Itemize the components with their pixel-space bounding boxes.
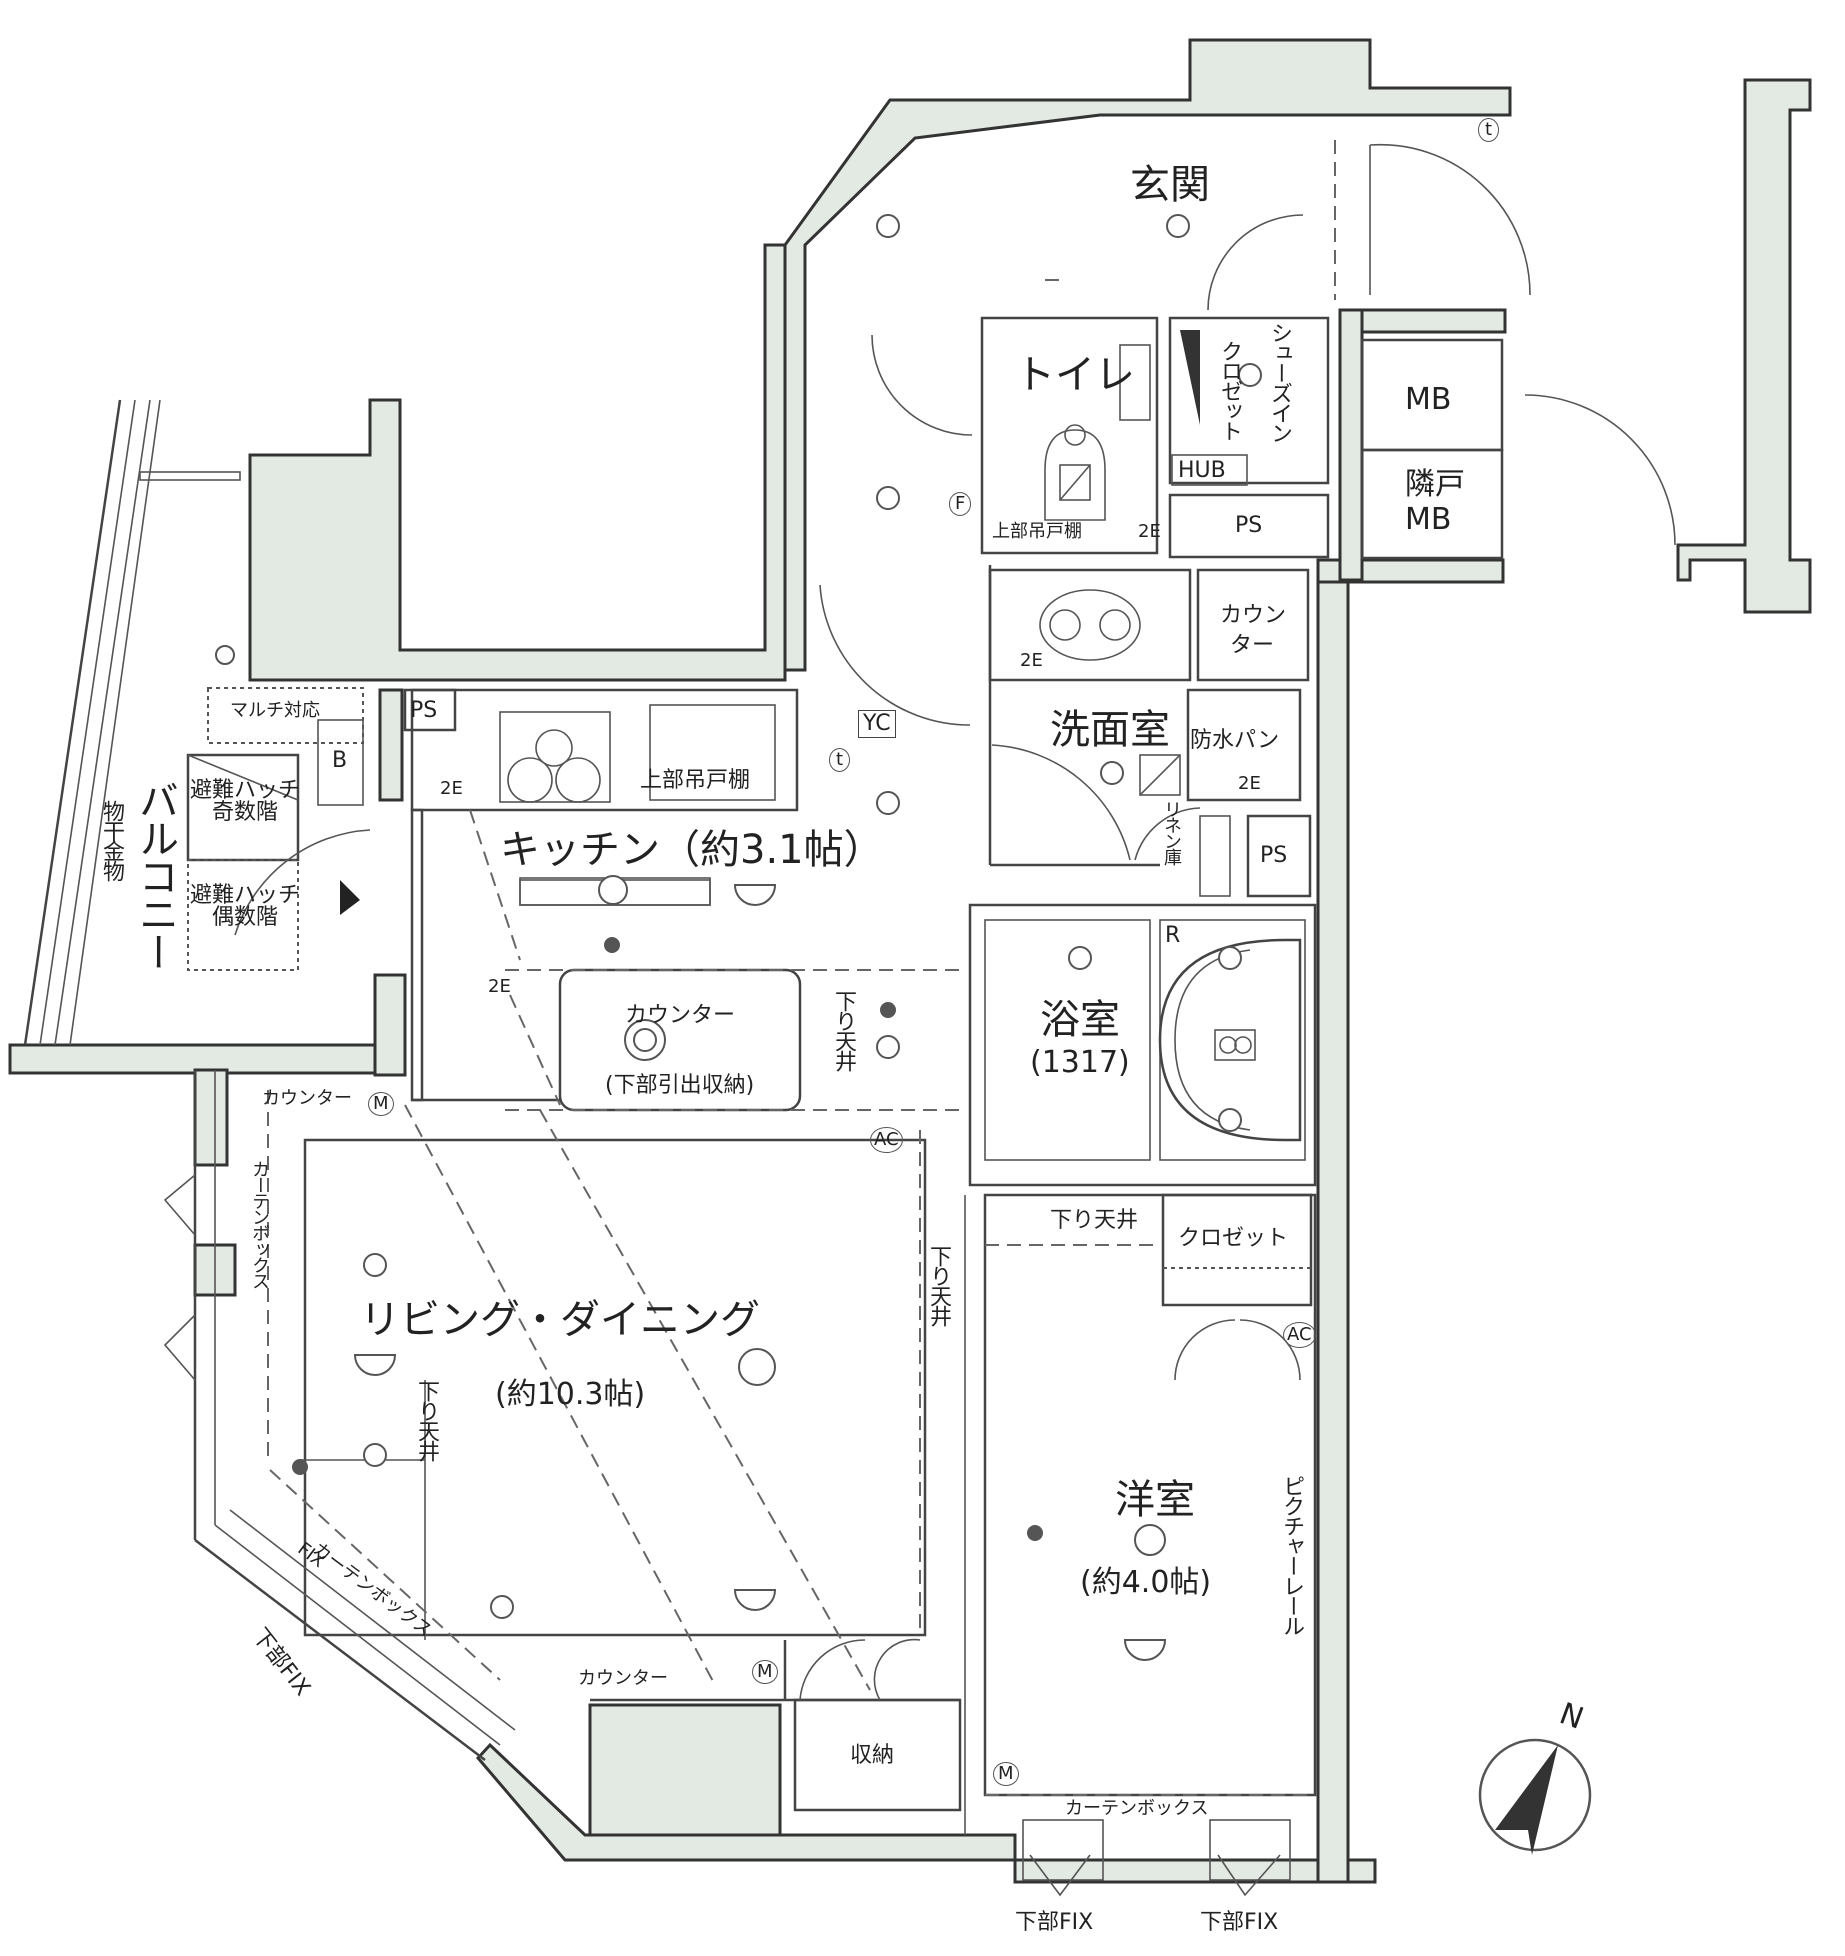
lower-fix-2-label: 下部FIX — [1200, 1910, 1279, 1935]
f-symbol: F — [949, 492, 972, 516]
room-label-western: 洋室 — [1115, 1477, 1195, 1523]
waterproof-pan-label: 防水パン — [1190, 728, 1280, 753]
room-label-shoe-closet-2: クロゼット — [1217, 340, 1242, 440]
m-symbol-1: M — [368, 1092, 394, 1116]
hub-label: HUB — [1178, 458, 1226, 483]
upper-cabinet-toilet-label: 上部吊戸棚 — [992, 521, 1082, 542]
curtain-box-bottom-label: カーテンボックス — [1065, 1798, 1209, 1819]
interior-walls — [23, 140, 1676, 1897]
t-symbol-entry: t — [1478, 118, 1500, 142]
storage-label: 収納 — [850, 1743, 895, 1768]
hatch-even-label: 避難ハッチ 偶数階 — [190, 883, 301, 930]
room-label-bathroom: 浴室 — [1040, 997, 1120, 1043]
lowered-ceiling-western-label: 下り天井 — [1050, 1208, 1139, 1233]
m-symbol-2: M — [752, 1660, 778, 1684]
closet-label: クロゼット — [1178, 1226, 1289, 1251]
room-label-entrance: 玄関 — [1130, 162, 1210, 208]
clothes-hanger-label: 物干金物 — [99, 800, 124, 880]
m-symbol-3: M — [993, 1762, 1019, 1786]
neighbor-mb-label-2: MB — [1405, 502, 1452, 537]
drawer-storage-label: (下部引出収納) — [605, 1073, 755, 1098]
two-e-counter: 2E — [488, 976, 511, 997]
mb-label: MB — [1405, 382, 1452, 417]
upper-cabinet-kitchen-label: 上部吊戸棚 — [640, 768, 751, 793]
r-symbol: R — [1165, 923, 1181, 948]
counter-left-label: カウンター — [262, 1088, 352, 1109]
b-label: B — [332, 748, 348, 773]
room-label-shoe-closet: シューズイン — [1267, 322, 1292, 442]
two-e-pan: 2E — [1238, 773, 1261, 794]
room-label-toilet: トイレ — [1015, 352, 1135, 398]
living-size-label: (約10.3帖) — [495, 1377, 646, 1412]
neighbor-mb-label-1: 隣戸 — [1405, 467, 1465, 502]
lowered-ceiling-living-label: 下り天井 — [414, 1380, 439, 1460]
room-label-washroom: 洗面室 — [1050, 707, 1170, 753]
hatch-odd-label: 避難ハッチ 奇数階 — [190, 778, 301, 825]
counter-bottom-label: カウンター — [578, 1668, 668, 1689]
multi-label: マルチ対応 — [230, 700, 320, 721]
two-e-toilet: 2E — [1138, 521, 1161, 542]
lower-fix-1-label: 下部FIX — [1015, 1910, 1094, 1935]
ps-wash-label: PS — [1260, 843, 1288, 868]
counter-wash-label-2: ター — [1230, 633, 1275, 658]
ac-symbol-western: AC — [1283, 1322, 1316, 1348]
room-label-kitchen: キッチン（約3.1帖） — [500, 827, 884, 873]
ac-symbol-living: AC — [870, 1127, 903, 1153]
ceiling-lights — [215, 214, 1262, 1661]
picture-rail-label: ピクチャーレール — [1279, 1475, 1304, 1635]
lowered-ceiling-kitchen-label: 下り天井 — [831, 990, 856, 1070]
compass-north-arrow — [1478, 1738, 1592, 1855]
counter-kitchen-label: カウンター — [625, 1003, 736, 1028]
two-e-kitchen: 2E — [440, 778, 463, 799]
western-size-label: (約4.0帖) — [1080, 1565, 1212, 1600]
yc-label: YC — [858, 710, 896, 738]
lowered-ceiling-mid-label: 下り天井 — [926, 1245, 951, 1325]
counter-wash-label-1: カウン — [1220, 603, 1287, 628]
room-label-balcony: バルコニー — [132, 780, 178, 970]
two-e-wash: 2E — [1020, 650, 1043, 671]
room-label-living-dining: リビング・ダイニング — [360, 1297, 760, 1343]
bathroom-size-label: (1317) — [1030, 1045, 1130, 1080]
linen-storage-label: リネン庫 — [1161, 800, 1182, 864]
ps-kitchen-label: PS — [410, 698, 438, 723]
t-symbol-kitchen: t — [829, 748, 851, 772]
ps-entry-label: PS — [1235, 513, 1263, 538]
curtain-box-left-label: カーテンボックス — [249, 1160, 270, 1288]
